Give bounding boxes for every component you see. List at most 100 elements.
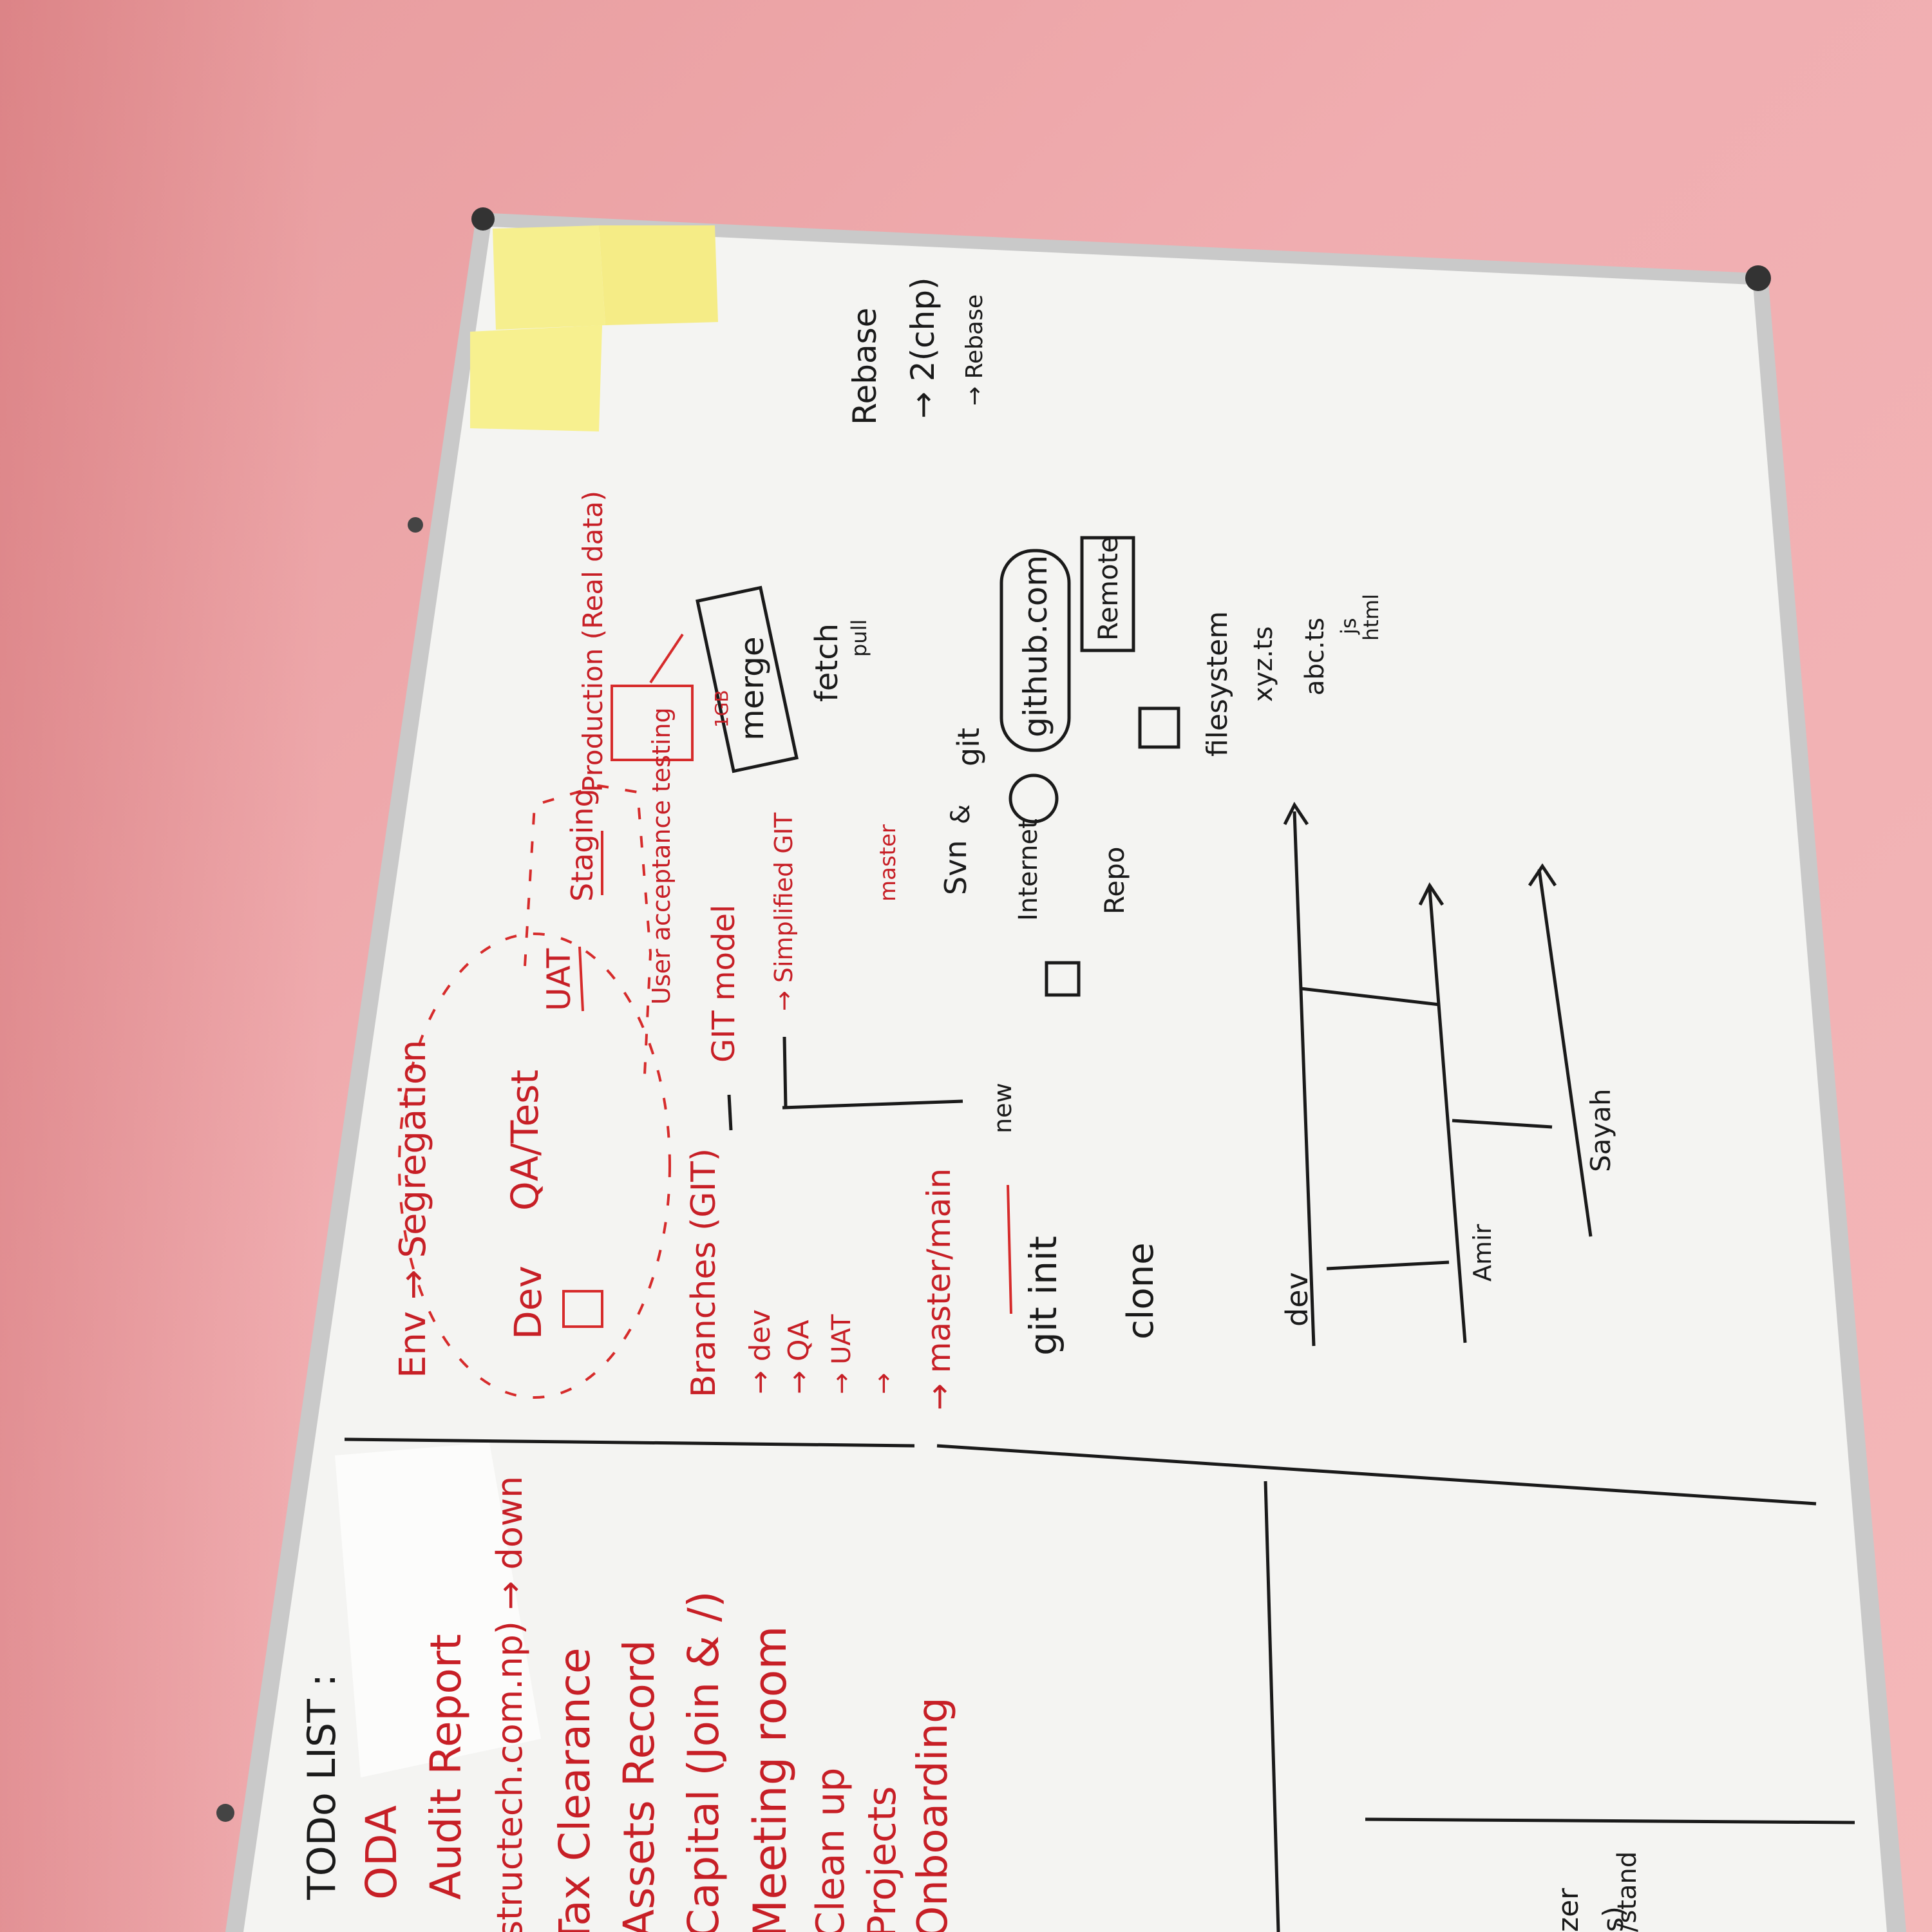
divider-line (936, 1444, 1817, 1506)
env-boxes (562, 633, 1012, 1328)
production-monitor-icon (611, 685, 694, 761)
scribble-icon (1045, 961, 1081, 997)
env-dashed-boxes (398, 784, 671, 1399)
section-dividers (344, 1036, 1855, 1932)
git-model-note: → Simplified GIT (770, 812, 798, 1011)
fragment-text: /stand (1613, 1852, 1642, 1932)
todo-list: TODo LIST : ODA Audit Report structech.c… (299, 1476, 957, 1932)
wall-pin (216, 1804, 234, 1822)
divider-line (727, 1094, 733, 1131)
amir-lane-arrowhead (1418, 882, 1444, 906)
dev-lane (1293, 811, 1316, 1347)
todo-item: Clean up (808, 1768, 853, 1932)
github-label: github.com (1017, 555, 1054, 737)
dev-monitor-icon (562, 1290, 603, 1328)
internet-label: Internet (1014, 819, 1043, 921)
rebase-item: → 2(chp) (904, 277, 942, 419)
lane-label: Sayah (1585, 1088, 1616, 1172)
uat-underline (578, 946, 584, 1012)
sticky-notes (470, 225, 718, 431)
filesystem-label: filesystem (1201, 611, 1234, 757)
divider-line (344, 1437, 915, 1448)
board-corner-top-right (1745, 265, 1771, 291)
branches-heading: Branches (GIT) (685, 1148, 723, 1397)
todo-item: Capital (Join & /) (679, 1591, 728, 1932)
branch-item: → UAT (827, 1314, 857, 1394)
git-command: clone (1120, 1242, 1162, 1340)
github-bubble (999, 549, 1071, 752)
board-glare (335, 1443, 541, 1777)
todo-item: Tax Clearance (550, 1647, 600, 1932)
branch-arrow (1326, 1260, 1450, 1271)
production-arrow (649, 633, 684, 684)
branch-item: → dev (744, 1309, 777, 1394)
branch-item: → QA (782, 1320, 815, 1394)
svn-label: Svn (938, 840, 973, 895)
amir-lane (1428, 888, 1467, 1343)
remote-label: Remote (1092, 536, 1124, 641)
git-model: GIT model (706, 905, 742, 1063)
todo-item: Assets Record (614, 1640, 664, 1932)
new-label: new (989, 1083, 1017, 1133)
merge-label: merge (734, 636, 771, 741)
fragment-text: zer (1552, 1888, 1585, 1932)
file-item: js (1336, 618, 1361, 635)
sticky-note (470, 325, 602, 431)
internet-globe-icon (1009, 773, 1059, 824)
sticky-note (599, 225, 718, 325)
todo-item: Onboarding (909, 1697, 957, 1932)
branch-item: → master/main (920, 1168, 958, 1410)
divider-line (1264, 1481, 1280, 1932)
production-note: 1GB (711, 690, 732, 728)
todo-item: ODA (357, 1805, 406, 1900)
env-stage-production: Production (Real data) (577, 491, 609, 792)
divider-line (782, 1099, 963, 1110)
dev-qa-dashed-boundary (398, 933, 671, 1399)
sayah-lane (1537, 869, 1593, 1237)
board-corner-top-left (471, 207, 495, 231)
rebase-item: → Rebase (961, 294, 988, 406)
remote-box (1080, 536, 1135, 652)
branch-arrow (1452, 1119, 1553, 1129)
timeline-lines (1283, 802, 1593, 1347)
env-stage-staging: Staging (565, 788, 600, 902)
env-heading: Env → Segregation (392, 1040, 434, 1378)
master-label: master (875, 824, 901, 902)
git-word: git (951, 728, 986, 766)
env-stage-dev: Dev (506, 1265, 550, 1340)
todo-item: Meeting room (744, 1625, 797, 1932)
fragment-text: s) (1597, 1906, 1630, 1932)
branch-arrow (1300, 987, 1440, 1007)
dev-lane-arrowhead (1283, 802, 1309, 826)
todo-item: Projects (860, 1786, 905, 1932)
and-label: & (946, 804, 976, 824)
env-stage-qa: QA/Test (503, 1070, 547, 1211)
git-command: git init (1021, 1236, 1065, 1356)
lane-label: Amir (1468, 1224, 1497, 1282)
file-item: abc.ts (1300, 618, 1330, 696)
wall-pin (408, 517, 423, 533)
fetch-label: fetch (809, 623, 845, 702)
sayah-lane-arrowhead (1528, 863, 1557, 887)
rebase-heading: Rebase (846, 308, 884, 425)
todo-heading: TODo LIST : (299, 1674, 345, 1900)
repo-label: Repo (1099, 847, 1130, 915)
todo-item: structech.com.np) → down (489, 1476, 530, 1932)
file-item: html (1359, 594, 1383, 641)
git-section: new git init clone merge fetch pull Svn … (734, 277, 1642, 1932)
uat-note: User acceptance testing (647, 707, 676, 1005)
sticky-note (493, 225, 605, 330)
board-surface (243, 227, 1887, 1932)
divider-line (1365, 1817, 1855, 1824)
branch-item: → (869, 1372, 898, 1394)
lane-label: dev (1280, 1272, 1314, 1327)
env-stage-uat: UAT (540, 948, 578, 1011)
black-boxes (696, 536, 1180, 997)
env-section: Env → Segregation Dev QA/Test UAT Stagin… (392, 491, 958, 1410)
pull-label: pull (847, 620, 871, 657)
master-underline (1007, 1184, 1012, 1314)
file-item: xyz.ts (1249, 626, 1278, 702)
todo-item: Audit Report (421, 1634, 471, 1900)
